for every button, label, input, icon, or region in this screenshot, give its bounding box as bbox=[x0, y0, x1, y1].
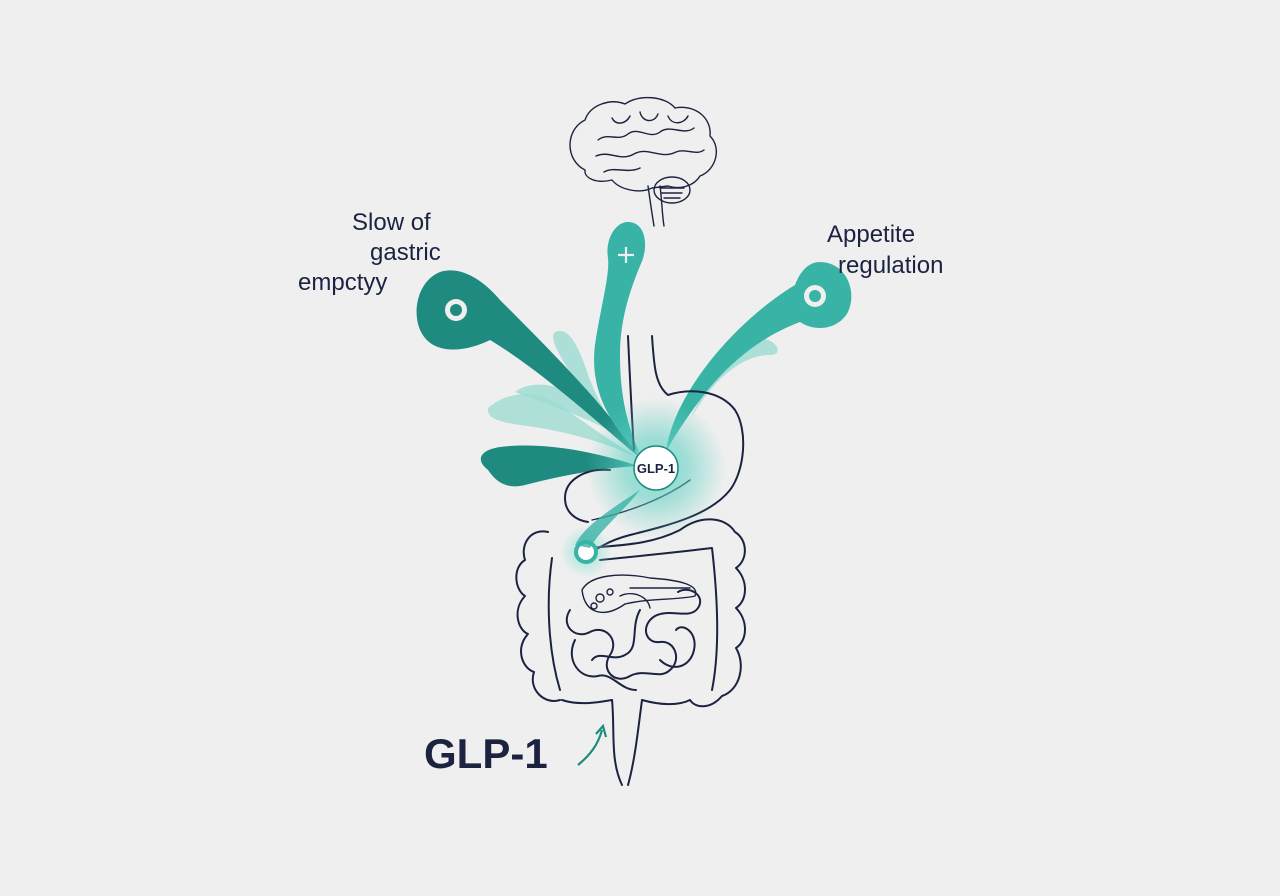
hub-label: GLP-1 bbox=[637, 461, 675, 476]
top-marker-label: + bbox=[626, 258, 627, 260]
left-label-line-3: empctyy bbox=[298, 269, 387, 296]
appetite-regulation-label: Appetite regulation bbox=[827, 221, 943, 279]
left-label-line-1: Slow of bbox=[352, 209, 431, 236]
pathway-appetite bbox=[666, 262, 852, 452]
gastric-emptying-label: Slow of gastric empctyy bbox=[298, 209, 441, 296]
source-arrow-icon bbox=[577, 723, 608, 766]
right-label-line-2: regulation bbox=[838, 252, 943, 279]
right-label-line-1: Appetite bbox=[827, 221, 915, 248]
intestines-icon bbox=[515, 518, 746, 786]
brain-icon bbox=[569, 97, 718, 227]
pathway-brain: + bbox=[594, 222, 646, 455]
plus-icon bbox=[618, 247, 634, 263]
glp1-source-label: GLP-1 bbox=[424, 730, 548, 777]
left-label-line-2: gastric bbox=[370, 239, 441, 266]
duodenum-glow bbox=[560, 490, 640, 578]
